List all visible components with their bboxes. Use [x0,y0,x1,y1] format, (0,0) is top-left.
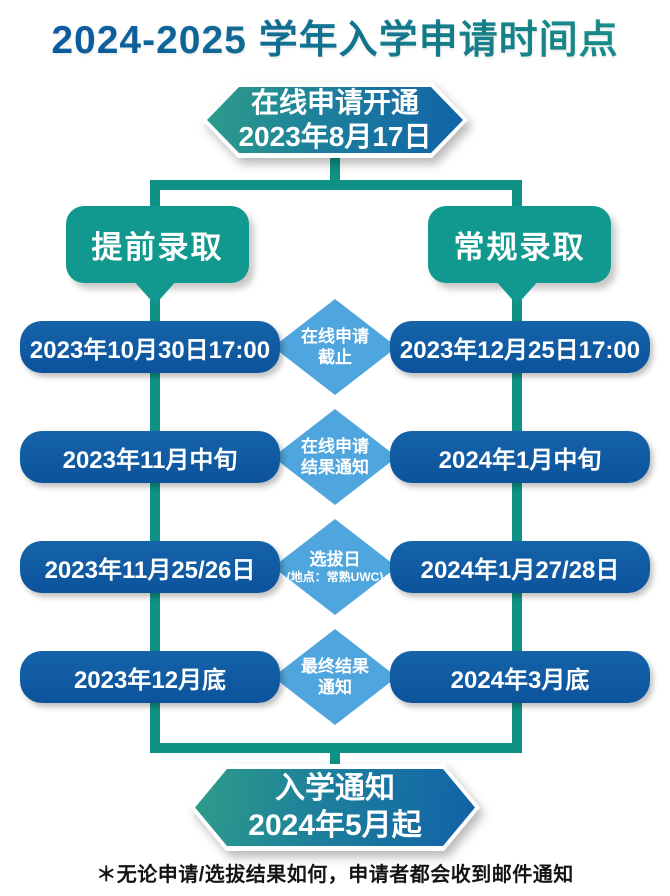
milestone-label: 在线申请 [301,436,369,456]
date-pill-left: 2023年11月25/26日 [20,541,280,593]
footer-note: ＊无论申请/选拔结果如何，申请者都会收到邮件通知 [96,864,574,886]
milestone-diamond: 在线申请 结果通知 [273,409,397,505]
date-pill-right: 2024年1月中旬 [390,431,650,483]
start-badge-date: 2023年8月17日 [238,121,432,152]
milestone-label: 截止 [318,348,352,367]
milestone-label: 通知 [318,678,352,697]
milestone-label: 最终结果 [301,656,369,676]
date-pill-left: 2023年12月底 [20,651,280,703]
milestone-diamond: 在线申请 截止 [273,299,397,395]
end-badge: 入学通知 2024年5月起 [190,764,480,851]
track-bubble-regular-tail [495,280,539,305]
end-badge-fill [195,769,475,846]
track-bubble-early-tail [133,280,177,305]
milestone-diamond: 选拔日 (地点：常熟UWC) [273,519,397,615]
milestone-label: 在线申请 [301,326,369,346]
date-pill-left: 2023年10月30日17:00 [20,321,280,373]
milestone-note: (地点：常熟UWC) [286,569,384,584]
date-pill-right: 2024年1月27/28日 [390,541,650,593]
connector-top-branch [150,180,522,190]
track-bubble-regular-admission: 常规录取 [428,206,611,283]
date-pill-right: 2023年12月25日17:00 [390,321,650,373]
end-badge-title: 入学通知 [275,771,395,805]
date-pill-left: 2023年11月中旬 [20,431,280,483]
start-badge-title: 在线申请开通 [250,86,419,118]
page-title: 2024-2025 学年入学申请时间点 [0,10,670,64]
date-pill-right: 2024年3月底 [390,651,650,703]
end-badge-date: 2024年5月起 [248,808,422,842]
connector-stub-top [330,150,340,190]
start-badge-fill [207,87,463,153]
milestone-diamond: 最终结果 通知 [273,629,397,725]
track-bubble-early-admission: 提前录取 [66,206,249,283]
milestone-label: 选拔日 [309,549,361,569]
milestone-label: 结果通知 [301,458,369,477]
start-badge: 在线申请开通 2023年8月17日 [202,82,468,158]
